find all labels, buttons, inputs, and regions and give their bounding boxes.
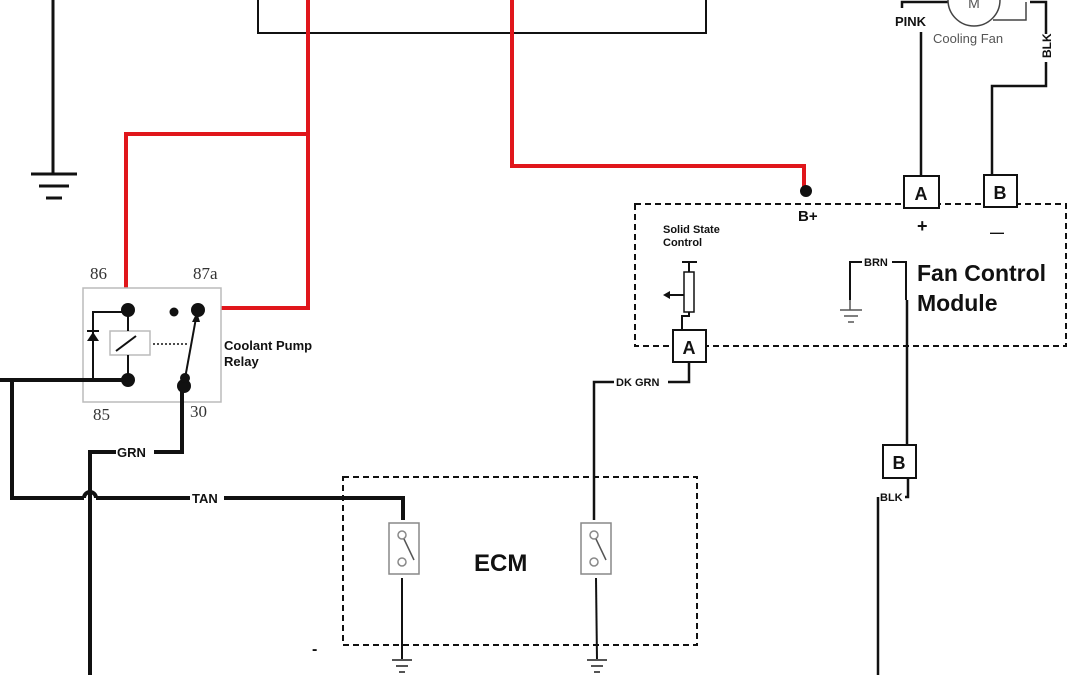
ecm-switch-1: [388, 522, 420, 673]
fcm-minus-sign: —: [990, 224, 1004, 240]
relay-label-line1: Coolant Pump: [224, 338, 312, 353]
relay-pin-87a-terminal: [191, 303, 205, 317]
b-plus-terminal: [800, 185, 812, 197]
wire-label-blk-output: BLK: [880, 492, 903, 504]
ecm-box: [342, 476, 698, 646]
relay-pin-85-terminal: [121, 373, 135, 387]
relay-pin-30-terminal: [177, 379, 191, 393]
fcm-input-connector-a: [672, 329, 707, 363]
solid-state-label-line2: Control: [663, 237, 702, 249]
fcm-input-connector-a-label: A: [683, 338, 696, 358]
relay-pin-86-label: 86: [90, 264, 107, 283]
fcm-connector-b-label: B: [994, 183, 1007, 203]
fan-control-module-title-line2: Module: [917, 290, 998, 316]
cooling-fan-motor: [947, 0, 1027, 27]
relay-pin-30-label: 30: [190, 402, 207, 421]
relay-pin-87a-label: 87a: [193, 264, 218, 283]
relay-label-line2: Relay: [224, 354, 259, 369]
fcm-connector-a: [903, 175, 940, 209]
wire-label-dk-grn: DK GRN: [616, 377, 659, 389]
top-component-box: [257, 0, 707, 34]
b-plus-label: B+: [798, 208, 818, 225]
solid-state-control-symbol: [663, 261, 697, 330]
wire-label-grn: GRN: [117, 445, 146, 460]
relay-pin-86-terminal: [121, 303, 135, 317]
fan-wires: [900, 0, 1048, 176]
coolant-pump-relay: [82, 287, 222, 403]
wire-label-tan: TAN: [192, 491, 218, 506]
wire-label-brn: BRN: [864, 257, 888, 269]
fcm-connector-a-label: A: [915, 184, 928, 204]
fcm-output-connector-b-label: B: [893, 453, 906, 473]
ecm-label: ECM: [474, 550, 527, 577]
fan-control-module-box: [634, 203, 1067, 347]
wire-30-grn: [88, 390, 184, 675]
motor-symbol: M: [968, 0, 980, 11]
wire-85-tan: [0, 378, 405, 520]
cooling-fan-label: Cooling Fan: [933, 31, 1003, 46]
relay-pin-87-terminal: [169, 307, 179, 317]
wire-label-pink: PINK: [895, 14, 927, 29]
relay-pin-85-label: 85: [93, 405, 110, 424]
ecm-switch-2: [580, 522, 612, 673]
fcm-output-wire: [876, 300, 910, 675]
left-ground: [31, 0, 77, 200]
wire-dk-grn: [592, 362, 691, 520]
power-wire-red: [124, 0, 806, 310]
fan-control-module-title-line1: Fan Control: [917, 260, 1046, 286]
solid-state-label-line1: Solid State: [663, 224, 720, 236]
wire-label-blk-fan: BLK: [1040, 33, 1054, 58]
fcm-connector-b: [983, 174, 1018, 208]
fcm-plus-sign: +: [917, 216, 928, 236]
dash-mark: -: [312, 641, 317, 658]
fcm-output-connector-b: [882, 444, 917, 479]
fcm-internal-ground: [840, 261, 907, 323]
